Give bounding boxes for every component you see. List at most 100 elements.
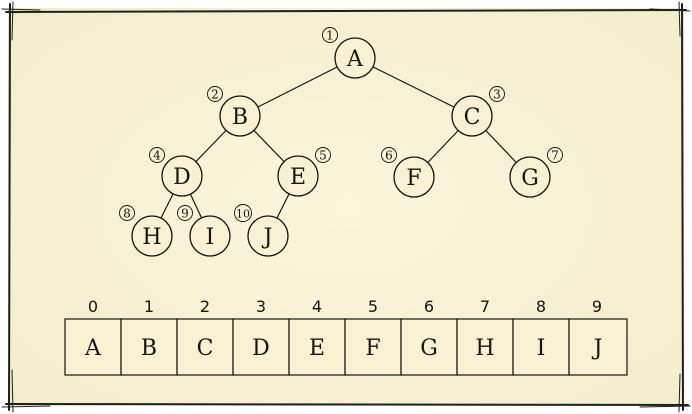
array-cell-label: E [309,336,325,361]
array-cell-label: D [252,336,270,361]
array-cell [176,318,234,376]
node-number-badge: 4 [149,147,165,163]
number-circle [119,205,135,221]
node-number: 4 [153,149,161,163]
tree-edges [160,66,517,219]
array-cell-label: A [84,336,102,361]
node-label: H [142,225,161,250]
number-circle [234,204,252,222]
number-circle [547,147,563,163]
tree-edge [485,130,517,163]
array-index: 9 [592,297,602,316]
node-circle [131,215,173,257]
tree-edge [195,129,227,163]
array-cell [512,318,570,376]
array-indices: 0 1 2 3 4 5 6 7 8 9 [88,297,602,316]
array-index: 8 [536,297,546,316]
node-circle [277,155,319,197]
node-number-badge: 5 [315,147,331,163]
array-index: 3 [256,297,266,316]
tree-edge [160,193,174,219]
array-cell [120,318,178,376]
node-number: 5 [319,149,327,163]
node-label: A [346,47,364,72]
array-index: 2 [200,297,210,316]
node-number-badge: 1 [322,27,338,43]
node-circle [247,215,289,257]
tree-node-f: F 6 [381,147,435,198]
node-label: E [290,165,306,190]
node-label: F [406,166,421,191]
tree-node-h: H 8 [119,205,173,257]
tree-node-d: D 4 [149,147,203,197]
node-number: 2 [211,88,219,102]
array-cell-label: F [365,336,380,361]
node-circle [451,95,493,137]
node-number-badge: 10 [234,204,252,222]
number-circle [381,147,397,163]
node-number: 10 [236,208,250,221]
node-number: 8 [123,207,131,221]
node-label: G [521,166,539,191]
node-number: 1 [326,29,334,43]
node-circle [393,156,435,198]
node-label: C [464,105,481,130]
node-number: 6 [385,149,393,163]
array-cell [400,318,458,376]
array-cell [344,318,402,376]
tree-edge [257,66,338,108]
node-circle [161,155,203,197]
number-circle [489,86,505,102]
tree-edge [189,193,203,219]
array-cell [568,318,628,376]
array-cell-label: I [537,336,546,361]
node-number-badge: 3 [489,86,505,102]
array-cell-label: J [592,336,603,361]
tree-edge [276,193,290,219]
node-circle [334,37,376,79]
number-circle [315,147,331,163]
tree-node-c: C 3 [451,86,505,137]
node-circle [509,156,551,198]
node-label: J [262,225,273,250]
node-number: 7 [551,149,559,163]
number-circle [322,27,338,43]
array-index: 6 [424,297,434,316]
node-label: I [206,225,215,250]
array-cells: A B C D E F G H I J [64,318,628,376]
tree-node-e: E 5 [277,147,331,197]
tree-edge [253,129,285,163]
tree-node-j: J 10 [234,204,289,257]
tree-nodes: A 1 B 2 C 3 [119,27,563,257]
node-number-badge: 6 [381,147,397,163]
tree-node-i: I 9 [177,205,231,257]
array-index: 0 [88,297,98,316]
node-circle [219,95,261,137]
array-index: 7 [480,297,490,316]
tree-edge [427,130,459,163]
tree-node-b: B 2 [207,86,261,137]
node-number: 9 [181,207,189,221]
array-cell-label: C [197,336,214,361]
node-number: 3 [493,88,501,102]
array-cell [232,318,290,376]
number-circle [149,147,165,163]
array-cell-label: H [475,336,494,361]
array-cell-label: G [420,336,438,361]
array-cell [64,318,122,376]
node-label: B [232,105,248,130]
node-number-badge: 7 [547,147,563,163]
tree-node-g: G 7 [509,147,563,198]
array-cell-label: B [141,336,157,361]
array-index: 4 [312,297,322,316]
node-number-badge: 2 [207,86,223,102]
node-number-badge: 9 [177,205,193,221]
tree-node-a: A 1 [322,27,376,79]
array-index: 5 [368,297,378,316]
number-circle [207,86,223,102]
array-index: 1 [144,297,154,316]
node-circle [189,215,231,257]
